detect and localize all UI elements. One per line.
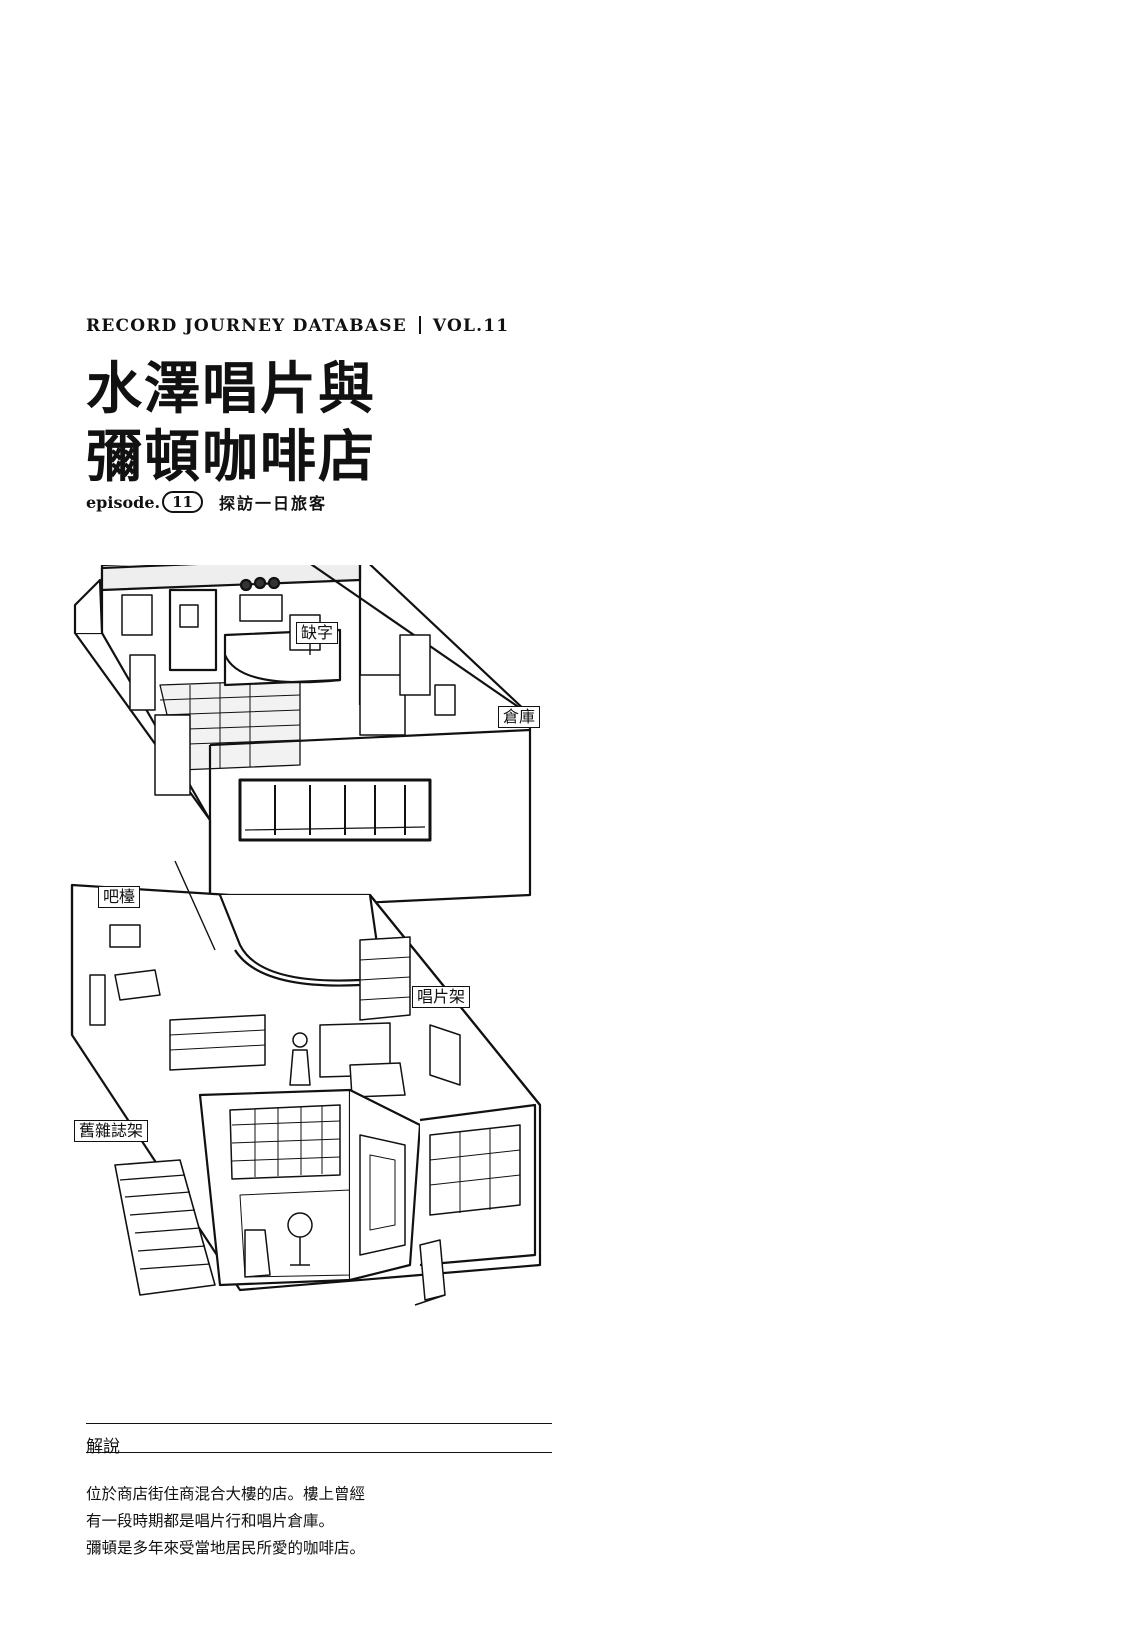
upper-floor-drawing [73,565,532,912]
bar-counter-leader [174,860,216,951]
building-cutaway-illustration [70,565,542,1306]
explanation-top-rule [86,1423,552,1424]
series-name: RECORD JOURNEY DATABASE [86,316,407,336]
lower-floor-drawing [70,883,542,1306]
explanation-bottom-rule [86,1452,552,1453]
page-title: 水澤唱片與 彌頓咖啡店 [86,356,376,492]
explanation-heading: 解說 [86,1437,120,1457]
explanation-line: 有一段時期都是唱片行和唱片倉庫。 [86,1512,335,1530]
explanation-line: 位於商店街住商混合大樓的店。樓上曾經 [86,1485,366,1503]
label-record-rack: 唱片架 [412,986,471,1008]
volume-number: VOL.11 [432,316,510,336]
episode-prefix: episode. [86,492,161,512]
episode-line: episode. 11 探訪一日旅客 [86,490,327,514]
title-line-2: 彌頓咖啡店 [86,425,376,490]
episode-number-badge: 11 [162,491,203,513]
label-bar-counter: 吧檯 [98,886,141,908]
explanation-line: 彌頓是多年來受當地居民所愛的咖啡店。 [86,1539,366,1557]
title-line-1: 水澤唱片與 [86,357,376,422]
explanation-body: 位於商店街住商混合大樓的店。樓上曾經 有一段時期都是唱片行和唱片倉庫。 彌頓是多… [86,1481,365,1562]
label-missing: 缺字 [296,622,339,644]
label-storage: 倉庫 [498,706,541,728]
series-header: RECORD JOURNEY DATABASE VOL.11 [86,316,509,336]
label-magazine-rack: 舊雜誌架 [74,1120,149,1142]
episode-subtitle: 探訪一日旅客 [218,494,327,513]
divider [418,316,421,334]
